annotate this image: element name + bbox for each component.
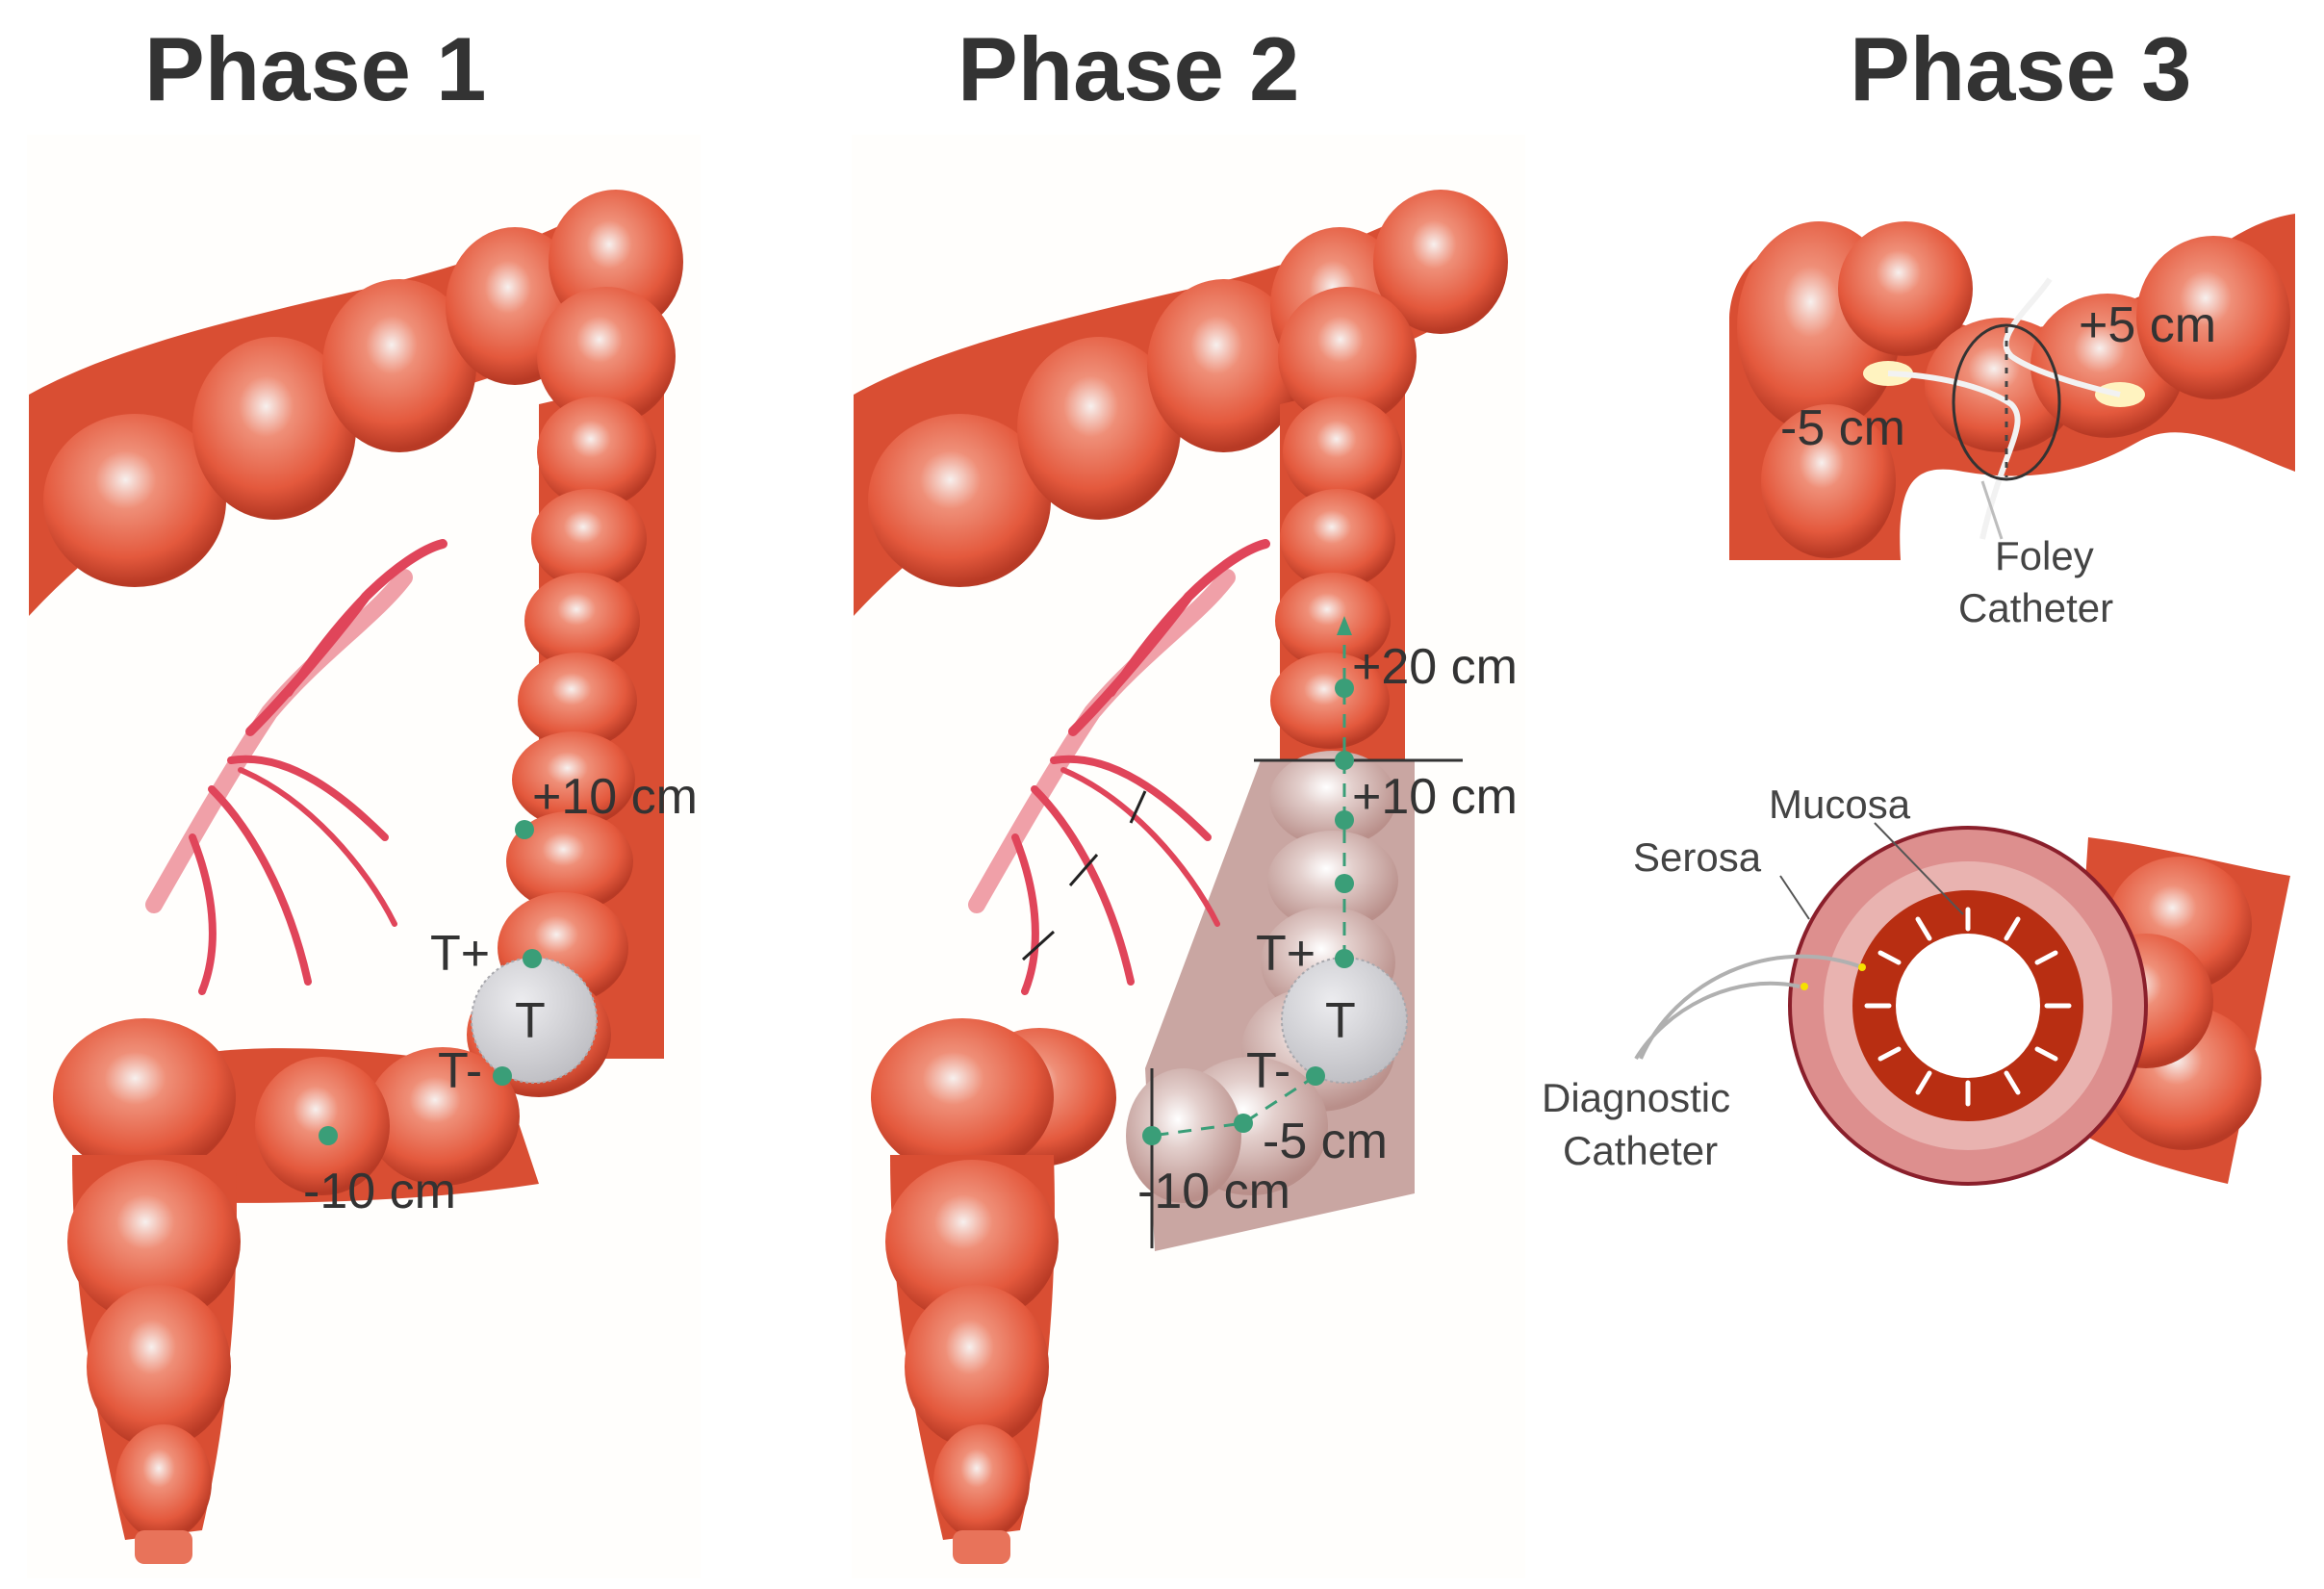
phase-3-foley-panel: +5 cm -5 cm Foley Catheter bbox=[1729, 214, 2297, 630]
tumor-circle bbox=[1281, 957, 1408, 1084]
colon-illustration bbox=[29, 190, 683, 1564]
marker-plus20 bbox=[1335, 679, 1354, 698]
foley-pointer bbox=[1980, 480, 2004, 540]
tumor-label: T bbox=[515, 993, 546, 1049]
phase-1-panel: T +10 cm T+ T- -10 cm bbox=[27, 135, 701, 1578]
anastomosis-ring bbox=[1952, 323, 2061, 481]
phase-1-title: Phase 1 bbox=[144, 18, 486, 119]
foley-label-line2: Catheter bbox=[1958, 585, 2113, 630]
marker-tumor-plus bbox=[1335, 949, 1354, 968]
track-arrow bbox=[1337, 616, 1352, 635]
label-tumor-minus: T- bbox=[438, 1043, 482, 1099]
marker-plus5 bbox=[1335, 810, 1354, 830]
diagnostic-catheter-wire bbox=[1634, 954, 1863, 1061]
phase-3-cross-section-panel: Mucosa Serosa Diagnostic Catheter bbox=[1542, 770, 2290, 1186]
probe-tip-mucosa bbox=[1858, 963, 1866, 971]
label-minus5: -5 cm bbox=[1780, 400, 1905, 456]
marker-minus5 bbox=[1234, 1114, 1253, 1133]
label-plus10: +10 cm bbox=[1352, 769, 1518, 825]
label-tumor-plus: T+ bbox=[1256, 926, 1315, 982]
ligation-marks bbox=[1021, 790, 1147, 961]
lumen bbox=[1896, 934, 2040, 1078]
mesenteric-vessels bbox=[968, 539, 1270, 995]
tumor-label: T bbox=[1325, 993, 1356, 1049]
mesenteric-vessels bbox=[145, 539, 447, 995]
probe-tip-serosa bbox=[1800, 983, 1808, 990]
sampling-track bbox=[1151, 635, 1346, 1138]
serosa-pointer bbox=[1779, 875, 1810, 920]
label-plus5: +5 cm bbox=[2079, 297, 2216, 353]
foley-label-line1: Foley bbox=[1995, 533, 2094, 578]
marker-plus2 bbox=[1335, 874, 1354, 893]
label-plus20: +20 cm bbox=[1352, 639, 1518, 695]
diagnostic-label-line1: Diagnostic bbox=[1542, 1075, 1730, 1120]
foley-catheter-line bbox=[1887, 277, 2121, 540]
phase-3-title: Phase 3 bbox=[1850, 18, 2191, 119]
phase-2-panel: T +20 cm +10 cm T+ T- -5 cm -10 cm bbox=[852, 135, 1525, 1578]
label-minus10: -10 cm bbox=[303, 1164, 456, 1219]
marker-tumor-plus bbox=[523, 949, 542, 968]
mucosal-villi bbox=[1864, 907, 2072, 1107]
serosa-label: Serosa bbox=[1633, 834, 1762, 880]
label-tumor-minus: T- bbox=[1246, 1043, 1290, 1099]
diagnostic-label-line2: Catheter bbox=[1563, 1128, 1718, 1173]
mucosa-label: Mucosa bbox=[1769, 782, 1911, 827]
mucosa-pointer bbox=[1874, 822, 1964, 915]
marker-tumor-minus bbox=[1306, 1066, 1325, 1086]
label-tumor-plus: T+ bbox=[430, 926, 490, 982]
label-minus10: -10 cm bbox=[1137, 1164, 1290, 1219]
marker-plus10 bbox=[515, 820, 534, 839]
marker-minus10 bbox=[319, 1126, 338, 1145]
label-minus5: -5 cm bbox=[1263, 1114, 1388, 1169]
marker-plus10 bbox=[1335, 751, 1354, 770]
marker-minus10 bbox=[1142, 1126, 1162, 1145]
tumor-circle bbox=[471, 957, 598, 1084]
label-plus10: +10 cm bbox=[532, 769, 698, 825]
phase-2-title: Phase 2 bbox=[958, 18, 1299, 119]
marker-tumor-minus bbox=[493, 1066, 512, 1086]
